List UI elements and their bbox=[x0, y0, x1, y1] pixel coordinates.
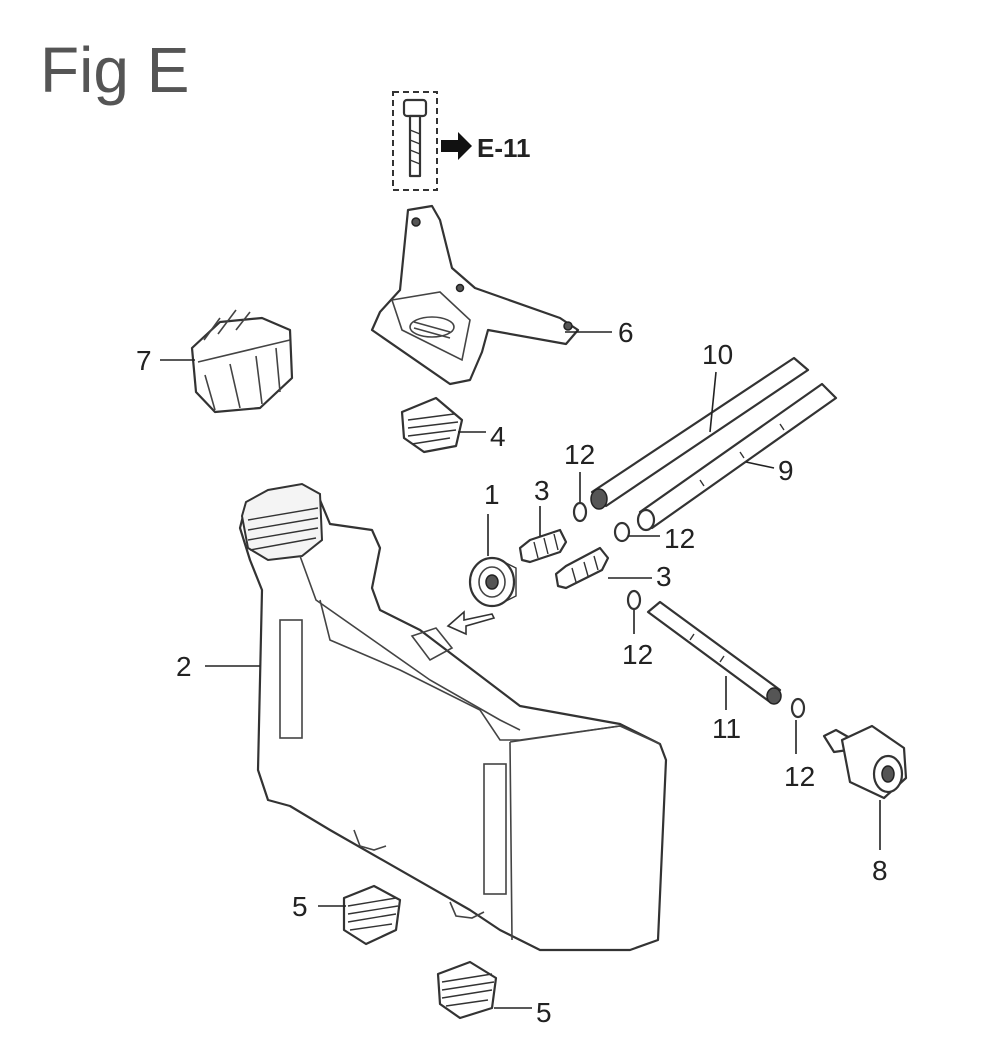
part-3-fitting-upper bbox=[518, 528, 568, 564]
part-5-pad-lower bbox=[436, 960, 498, 1020]
arrow-right-icon bbox=[441, 132, 472, 160]
reference-label: E-11 bbox=[477, 133, 531, 163]
callout-5-lower: 5 bbox=[536, 997, 552, 1028]
part-3-fitting-lower bbox=[554, 546, 610, 590]
part-4-pad bbox=[400, 396, 464, 454]
callout-7: 7 bbox=[136, 345, 152, 376]
part-11-hose bbox=[646, 600, 782, 705]
part-9-hose bbox=[636, 382, 838, 532]
callout-3-upper: 3 bbox=[534, 475, 550, 506]
part-8-filter bbox=[822, 724, 908, 800]
part-10-hose bbox=[590, 356, 810, 510]
part-2-tank bbox=[238, 482, 668, 952]
callout-6: 6 bbox=[618, 317, 634, 348]
leader-lines bbox=[160, 331, 881, 1009]
figure-title: Fig E bbox=[40, 34, 189, 106]
callout-1: 1 bbox=[484, 479, 500, 510]
bolt-icon bbox=[402, 98, 428, 178]
callout-12-right: 12 bbox=[664, 523, 695, 554]
callout-8: 8 bbox=[872, 855, 888, 886]
callout-12-lower: 12 bbox=[622, 639, 653, 670]
callout-5-upper: 5 bbox=[292, 891, 308, 922]
callout-12-top: 12 bbox=[564, 439, 595, 470]
callout-4: 4 bbox=[490, 421, 506, 452]
part-1-grommet bbox=[468, 556, 517, 608]
dashed-box bbox=[392, 91, 438, 191]
part-6-bracket bbox=[370, 204, 580, 386]
part-5-pad-upper bbox=[342, 884, 402, 946]
part-12-clip-b bbox=[613, 521, 631, 543]
direction-arrow-icon bbox=[446, 610, 496, 636]
part-7-cap bbox=[190, 309, 294, 414]
part-12-clip-c bbox=[626, 589, 642, 611]
callout-10: 10 bbox=[702, 339, 733, 370]
callout-12-filter: 12 bbox=[784, 761, 815, 792]
bolt-reference-group: E-11 bbox=[392, 91, 531, 191]
part-12-clip-d bbox=[790, 697, 806, 719]
callout-3-lower: 3 bbox=[656, 561, 672, 592]
callout-2: 2 bbox=[176, 651, 192, 682]
callout-11: 11 bbox=[712, 713, 741, 744]
callout-9: 9 bbox=[778, 455, 794, 486]
part-12-clip-a bbox=[572, 501, 588, 523]
